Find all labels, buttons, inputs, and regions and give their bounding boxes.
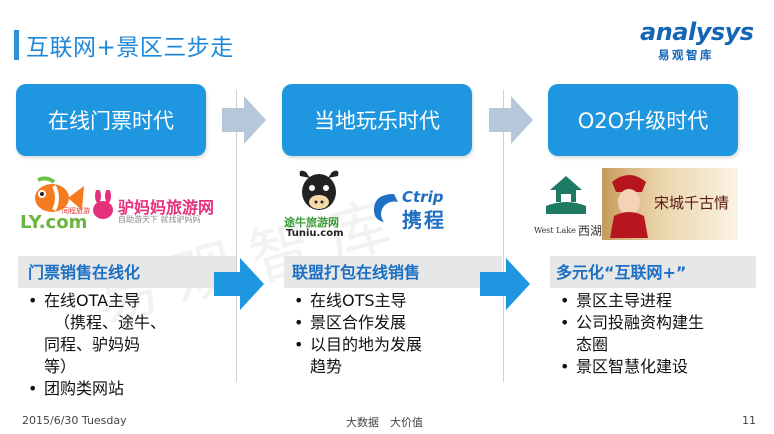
arrow-right-icon: [214, 258, 264, 310]
performer-figure-icon: [610, 175, 648, 238]
west-lake-pavilion-icon: [546, 176, 586, 214]
list-item: 态圈: [576, 335, 609, 354]
brand-row-3: West Lake 西湖 宋城千古情: [534, 168, 744, 246]
ly-fish-icon: [35, 176, 84, 212]
west-lake-logo-en: West Lake: [534, 226, 576, 235]
logo-wordmark: analysys: [640, 18, 754, 46]
list-item: 景区智慧化建设: [550, 356, 764, 378]
ctrip-logo-en: Ctrip: [402, 188, 444, 206]
songcheng-poster: 宋城千古情: [602, 168, 738, 240]
bullet-list-3: 景区主导进程 公司投融资构建生 态圈 景区智慧化建设: [550, 290, 764, 378]
arrow-right-icon: [222, 96, 266, 144]
list-item: （携程、途牛、: [54, 313, 167, 332]
ly-logo-sub: 同程旅游: [62, 207, 90, 215]
section-heading-1: 门票销售在线化: [28, 263, 141, 282]
lvmama-logo-sub: 自助游天下 就找驴妈妈: [118, 215, 201, 224]
era-box-o2o-upgrade: O2O升级时代: [548, 84, 738, 156]
ly-logo-text: LY.com: [20, 212, 88, 233]
donkey-icon: [93, 190, 113, 219]
songcheng-logo-text: 宋城千古情: [654, 194, 730, 212]
brand-row-1: LY.com 同程旅游 驴妈妈旅游网 自助游天下 就找驴妈妈: [18, 168, 228, 246]
tuniu-logo-sub: Tuniu.com: [286, 228, 344, 239]
arrow-right-icon: [480, 258, 530, 310]
brand-row-2: 途牛旅游网 Tuniu.com Ctrip 携程: [284, 168, 494, 246]
section-band-1: [18, 256, 236, 288]
ctrip-dolphin-icon: [374, 194, 398, 222]
footer-tagline: 大数据 大价值: [346, 416, 423, 429]
list-item: 景区合作发展: [284, 312, 494, 334]
column-divider-1: [236, 90, 237, 382]
footer-date: 2015/6/30 Tuesday: [22, 414, 127, 427]
list-item: 公司投融资构建生: [550, 312, 764, 334]
bullet-list-1: 在线OTA主导 （携程、途牛、 同程、驴妈妈 等） 团购类网站: [18, 290, 228, 400]
page-title: 互联网+景区三步走: [26, 35, 234, 61]
section-band-2: [284, 256, 502, 288]
analysys-logo: analysys 易观智库: [630, 18, 758, 68]
logo-subtitle: 易观智库: [658, 48, 714, 62]
list-item: 团购类网站: [18, 378, 228, 400]
list-item: 趋势: [310, 357, 343, 376]
title-accent-bar: [14, 30, 19, 60]
list-item: 同程、驴妈妈: [44, 335, 141, 354]
arrow-right-icon: [489, 96, 533, 144]
section-heading-3: 多元化“互联网+”: [556, 263, 687, 282]
era-box-online-ticket: 在线门票时代: [16, 84, 206, 156]
ctrip-logo-cn: 携程: [402, 208, 446, 232]
list-item: 景区主导进程: [550, 290, 764, 312]
section-band-3: [550, 256, 756, 288]
tuniu-logo-text: 途牛旅游网: [284, 216, 339, 229]
west-lake-logo-cn: 西湖: [578, 224, 603, 238]
section-heading-2: 联盟打包在线销售: [292, 263, 421, 282]
tuniu-cow-icon: [299, 170, 339, 210]
page-number: 11: [742, 414, 756, 427]
list-item: 在线OTA主导: [18, 290, 228, 312]
list-item: 在线OTS主导: [284, 290, 494, 312]
lvmama-logo-text: 驴妈妈旅游网: [118, 198, 215, 217]
list-item: 以目的地为发展: [284, 334, 494, 356]
era-box-local-play: 当地玩乐时代: [282, 84, 472, 156]
bullet-list-2: 在线OTS主导 景区合作发展 以目的地为发展 趋势: [284, 290, 494, 378]
list-item: 等）: [44, 357, 77, 376]
column-divider-2: [503, 90, 504, 382]
